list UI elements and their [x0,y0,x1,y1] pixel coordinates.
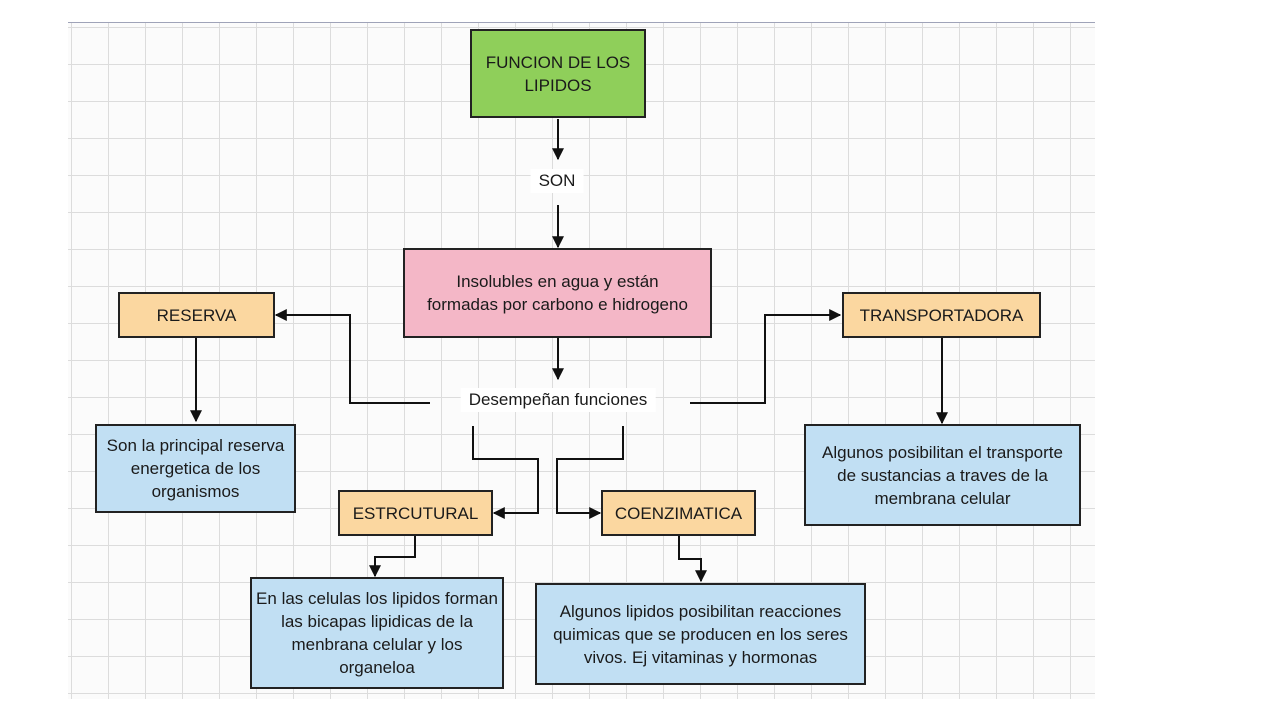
edge-coenzimatica-to-desc [678,536,707,583]
reserva-node-text: RESERVA [156,305,237,325]
coenzimatica-desc-text: Algunos lipidos posibilitan reacciones q… [553,601,848,667]
estructural-desc-node: En las celulas los lipidos forman las bi… [250,577,504,689]
reserva-desc-text: Son la principal reserva energetica de l… [106,436,285,501]
definition-node-text: Insolubles en agua y están formadas por … [427,272,688,314]
reserva-desc-node: Son la principal reserva energetica de l… [95,424,296,513]
transportadora-node: TRANSPORTADORA [842,292,1041,338]
edge-desempenan-to-coenzimatica [556,426,624,519]
estructural-node-text: ESTRCUTURAL [352,503,479,523]
connector-desempenan: Desempeñan funciones [460,388,656,412]
diagram-edges [190,119,948,583]
diagram-canvas: FUNCION DE LOS LIPIDOS SON Insolubles en… [68,22,1095,699]
root-node: FUNCION DE LOS LIPIDOS [470,29,646,118]
edge-desempenan-to-reserva [274,309,430,404]
definition-node: Insolubles en agua y están formadas por … [403,248,712,338]
coenzimatica-node: COENZIMATICA [601,490,756,536]
edge-desempenan-to-estructural [472,426,539,519]
coenzimatica-node-text: COENZIMATICA [614,503,743,523]
transportadora-desc-text: Algunos posibilitan el transporte de sus… [822,442,1063,508]
reserva-node: RESERVA [118,292,275,338]
transportadora-node-text: TRANSPORTADORA [859,305,1024,325]
transportadora-desc-node: Algunos posibilitan el transporte de sus… [804,424,1081,526]
edge-desempenan-to-transportadora [690,309,842,404]
edge-estructural-to-desc [369,536,416,578]
coenzimatica-desc-node: Algunos lipidos posibilitan reacciones q… [535,583,866,685]
estructural-node: ESTRCUTURAL [338,490,493,536]
root-node-text: FUNCION DE LOS LIPIDOS [485,52,631,95]
connector-son: SON [530,169,584,193]
estructural-desc-text: En las celulas los lipidos forman las bi… [256,589,498,677]
